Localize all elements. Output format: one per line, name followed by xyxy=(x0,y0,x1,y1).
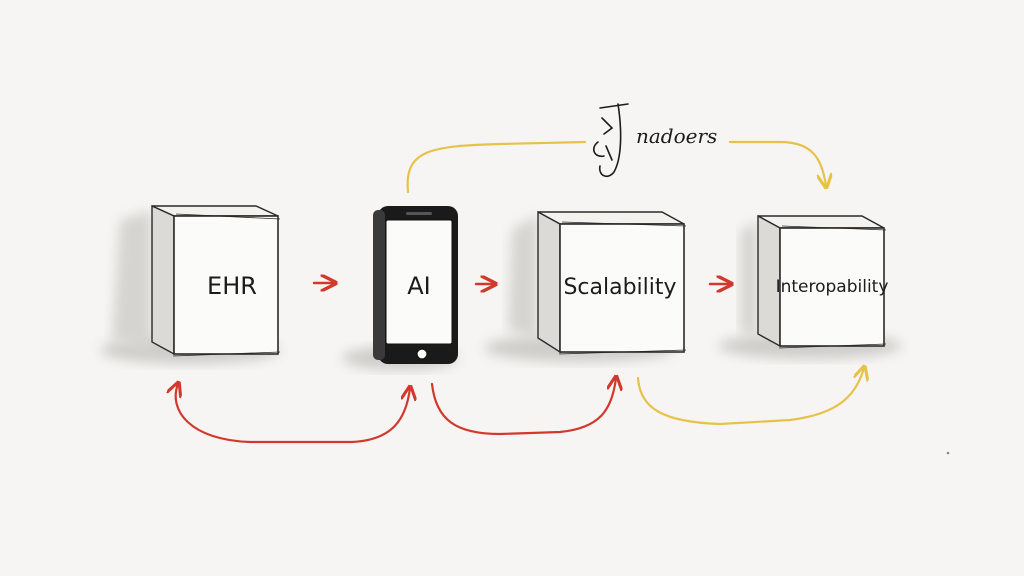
phone-screen xyxy=(385,219,453,345)
ai-label: AI xyxy=(407,272,431,300)
phone-speaker-icon xyxy=(406,212,432,215)
phone-home-button-icon xyxy=(416,348,428,360)
red-arrow-ai-to-scalability xyxy=(430,378,616,436)
interoperability-label: Interopability xyxy=(776,277,889,297)
scribble-figure-icon xyxy=(592,103,629,178)
ehr-label: EHR xyxy=(207,272,257,300)
yellow-arrow-scalability-to-interoperability xyxy=(636,368,864,426)
scalability-node: Scalability xyxy=(484,210,687,362)
yellow-arrow-top xyxy=(406,140,587,194)
ai-node: AI xyxy=(342,206,458,370)
yellow-arrow-top-right xyxy=(728,140,826,186)
ehr-side-shadow xyxy=(112,210,152,352)
interoperability-node: Interopability xyxy=(718,214,902,359)
ehr-node: EHR xyxy=(100,204,281,364)
red-arrow-ehr-ai-loop xyxy=(176,384,410,444)
top-note-label: nadoers xyxy=(636,124,717,148)
scalability-label: Scalability xyxy=(563,275,676,300)
top-note: nadoers xyxy=(592,103,717,178)
stray-dot xyxy=(946,451,950,455)
ehr-box-face xyxy=(173,215,279,355)
interoperability-box-face xyxy=(779,227,885,347)
